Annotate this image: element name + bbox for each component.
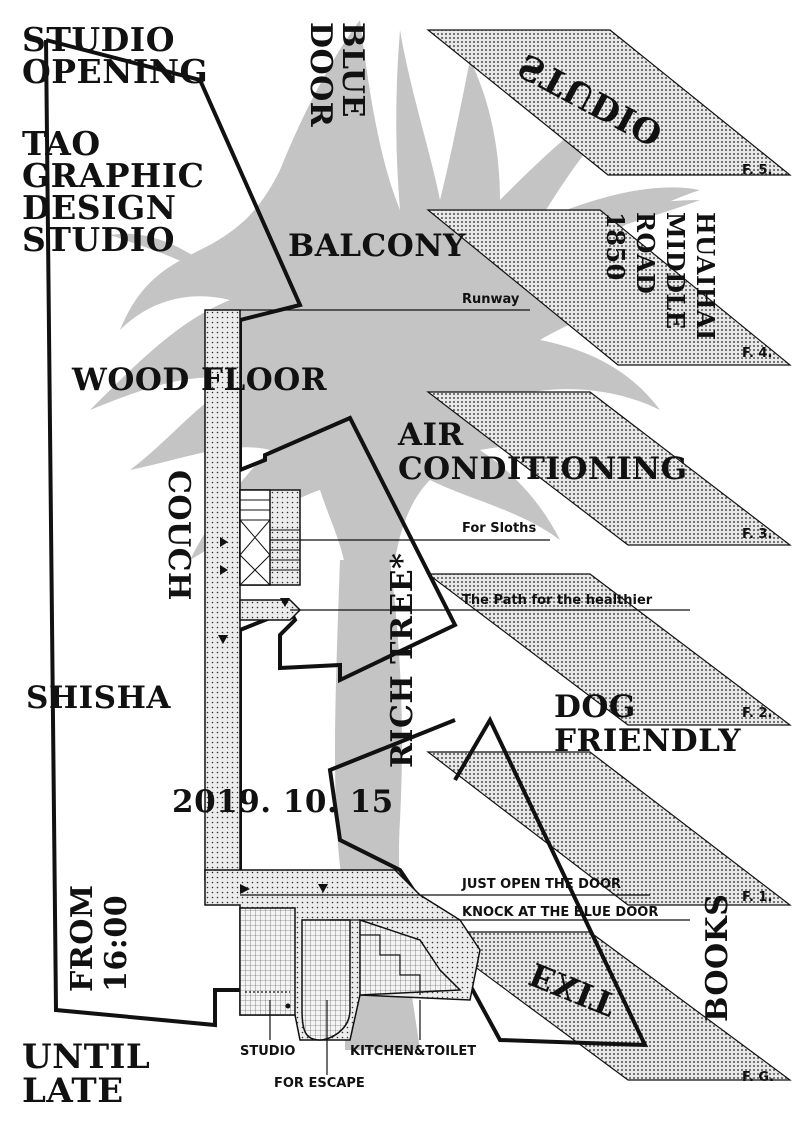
studio-room-label: STUDIO	[240, 1044, 296, 1059]
studio-name-line-3: DESIGN	[22, 188, 177, 227]
date-label: 2019. 10. 15	[172, 784, 394, 820]
balcony-label: BALCONY	[288, 228, 466, 264]
blue-door-label: BLUE DOOR	[303, 22, 370, 128]
from-time-label: FROM 16:00	[65, 884, 134, 992]
dog-friendly-line-2: FRIENDLY	[554, 723, 742, 759]
from-line-2: 16:00	[99, 894, 134, 992]
direction-arrows	[218, 537, 328, 894]
stair-column	[204, 309, 481, 1041]
address-line-3: ROAD	[631, 212, 660, 295]
asterisk-marks	[285, 1003, 291, 1009]
dog-friendly-label: DOG FRIENDLY	[554, 690, 741, 758]
floor-label-f3: F. 3.	[742, 527, 773, 542]
knock-note: KNOCK AT THE BLUE DOOR	[462, 905, 659, 920]
title-line-2: OPENING	[22, 52, 209, 91]
path-healthier-note: The Path for the healthier	[462, 593, 653, 608]
couch-label: COUCH	[161, 470, 196, 601]
dog-friendly-line-1: DOG	[554, 689, 636, 725]
rich-tree-label: RICH TREE*	[385, 552, 420, 768]
air-conditioning-line-2: CONDITIONING	[398, 451, 688, 487]
runway-note: Runway	[462, 292, 520, 307]
leader-lines	[240, 309, 690, 1075]
air-conditioning-label: AIR CONDITIONING	[398, 418, 688, 486]
studio-name-line-4: STUDIO	[22, 220, 175, 259]
just-open-note: JUST OPEN THE DOOR	[462, 877, 622, 892]
address-line-1: HUAIHAI	[691, 212, 720, 341]
studio-name-line-1: TAO	[22, 124, 101, 163]
wood-floor-label: WOOD FLOOR	[72, 362, 328, 398]
blue-door-line-1: BLUE	[335, 22, 370, 118]
studio-name-line-2: GRAPHIC	[22, 156, 205, 195]
shisha-label: SHISHA	[26, 680, 171, 716]
floor-label-f2: F. 2.	[742, 706, 773, 721]
floor-label-f4: F. 4.	[742, 346, 773, 361]
until-line-2: LATE	[22, 1071, 124, 1111]
title-block: STUDIO OPENING	[22, 20, 209, 91]
floor-label-f1: F. 1.	[742, 890, 773, 905]
floor-label-fg: F. G.	[742, 1070, 775, 1085]
studio-name-block: TAO GRAPHIC DESIGN STUDIO	[22, 124, 205, 259]
kitchen-toilet-label: KITCHEN&TOILET	[350, 1044, 477, 1059]
address-label: HUAIHAI MIDDLE ROAD 1850	[600, 212, 720, 341]
books-label: BOOKS	[700, 893, 735, 1022]
for-escape-label: FOR ESCAPE	[274, 1076, 365, 1091]
address-line-2: MIDDLE	[661, 212, 690, 330]
until-line-1: UNTIL	[22, 1037, 151, 1077]
floor-slabs	[426, 29, 792, 1081]
title-line-1: STUDIO	[22, 20, 175, 59]
floor-label-f5: F. 5.	[742, 163, 773, 178]
from-line-1: FROM	[65, 884, 100, 992]
blue-door-line-2: DOOR	[303, 22, 338, 128]
for-sloths-note: For Sloths	[462, 521, 537, 536]
air-conditioning-line-1: AIR	[398, 417, 464, 453]
until-late-label: UNTIL LATE	[22, 1040, 150, 1108]
address-line-4: 1850	[601, 212, 630, 281]
